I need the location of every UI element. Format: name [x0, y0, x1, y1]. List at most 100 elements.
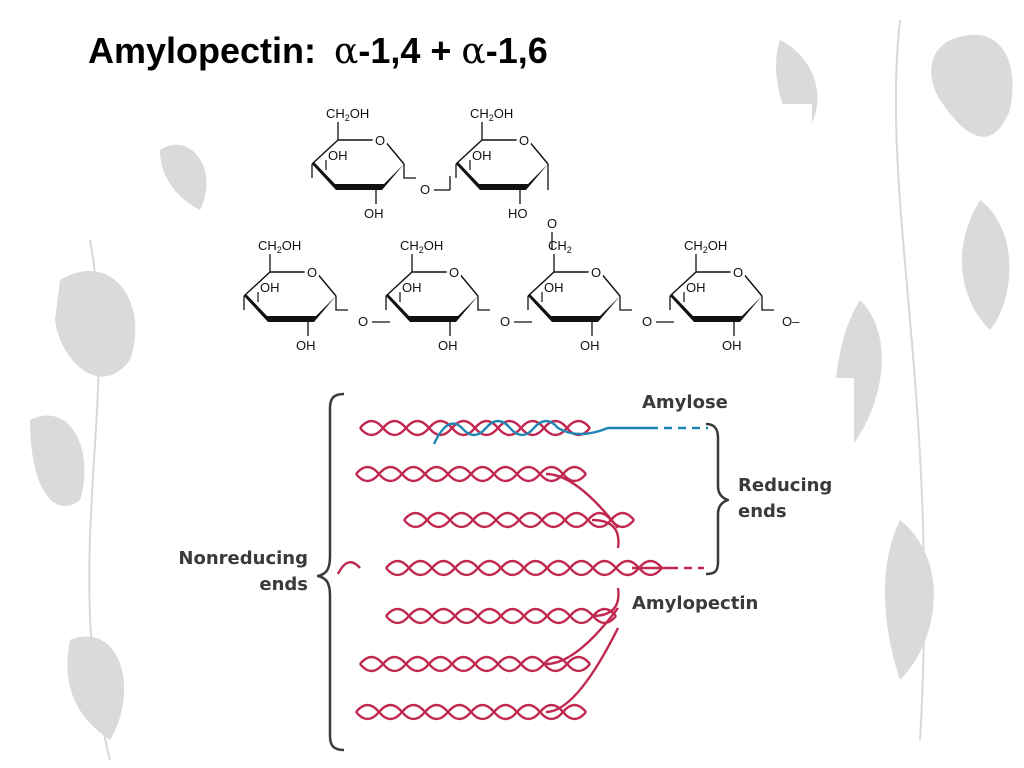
ch2oh-label: CH2OH — [470, 106, 513, 123]
ring-front-bond — [528, 294, 620, 322]
amylopectin-label: Amylopectin — [632, 593, 758, 614]
glycosidic-oxygen: O — [500, 314, 510, 329]
ring-back-bond — [383, 139, 405, 165]
subscript: 2 — [277, 245, 282, 255]
title-main: Amylopectin: — [88, 30, 317, 71]
helix-row-5-strand-b — [385, 607, 617, 625]
amylose-chain — [432, 419, 708, 445]
reducing-ends-label-line2: ends — [738, 501, 787, 522]
nonreducing-ends-label-line2: ends — [259, 574, 308, 595]
glycosidic-oxygen: O — [642, 314, 652, 329]
c2-oh-label: HO — [508, 206, 528, 221]
oh-part: OH — [282, 238, 302, 253]
ring-back-bond — [455, 139, 528, 165]
ring-oxygen: O — [591, 265, 601, 280]
glycogen-branching-panel: Amylose Reducing ends Nonreducing ends A… — [148, 378, 854, 760]
branch-oxygen: O — [547, 216, 557, 231]
c4-oh-label: OH — [544, 280, 564, 295]
helix-row-6 — [359, 655, 591, 673]
c2-oh-label: OH — [296, 338, 316, 353]
ring-back-bond — [315, 271, 337, 297]
alpha-1-4-bond — [619, 296, 632, 311]
subscript: 2 — [703, 245, 708, 255]
ring-oxygen: O — [375, 133, 385, 148]
chain-continuation: O– — [782, 314, 800, 329]
amylose-label: Amylose — [642, 392, 728, 413]
ring-back-bond — [527, 139, 549, 165]
subscript: 2 — [345, 113, 350, 123]
reducing-ends-label-line1: Reducing — [738, 475, 832, 496]
ch2oh-label: CH2OH — [684, 238, 727, 255]
amylopectin-convergence — [545, 472, 620, 714]
helix-row-3-strand-b — [403, 511, 635, 529]
ring-back-bond — [243, 271, 316, 297]
ring-front-bond — [456, 162, 548, 190]
branch-join-4 — [545, 627, 620, 714]
subscript: 2 — [567, 245, 572, 255]
ring-back-bond — [311, 139, 384, 165]
ring-front-bond — [386, 294, 478, 322]
helix-row-7 — [355, 703, 587, 721]
slide-title: Amylopectin:α-1,4 + α-1,6 — [88, 30, 548, 72]
ring-oxygen: O — [733, 265, 743, 280]
title-link-b: -1,6 — [485, 30, 548, 71]
ring-back-bond — [457, 271, 479, 297]
branch-join-3 — [545, 607, 619, 666]
ch2oh-label: CH2OH — [258, 238, 301, 255]
title-link-a: -1,4 + — [358, 30, 462, 71]
nonreducing-ends-label-line1: Nonreducing — [178, 548, 308, 569]
helix-row-3 — [403, 511, 635, 529]
helix-row-5 — [385, 607, 617, 625]
c2-oh-label: OH — [722, 338, 742, 353]
ring-oxygen: O — [375, 133, 385, 148]
oh-part: OH — [350, 106, 370, 121]
subscript: 2 — [489, 113, 494, 123]
ring-oxygen: O — [449, 265, 459, 280]
ring-oxygen: O — [733, 265, 743, 280]
amylopectin-structure-diagram: OOCH2OHOHOHOOOCH2OHOHHOOOOCH2OHOHOHOOOCH… — [243, 106, 800, 353]
c4-oh-label: OH — [260, 280, 280, 295]
helix-row-6-strand-b — [359, 655, 591, 673]
branching-schematic: Amylose Reducing ends Nonreducing ends A… — [178, 392, 832, 752]
subscript: 2 — [419, 245, 424, 255]
branch-join-1 — [545, 472, 619, 529]
amylose-strand — [432, 419, 658, 445]
ring-front-bond — [244, 294, 336, 322]
ring-front-bond — [670, 294, 762, 322]
ring-back-bond — [741, 271, 763, 297]
ring-back-bond — [669, 271, 742, 297]
ring-oxygen: O — [519, 133, 529, 148]
c4-oh-label: OH — [686, 280, 706, 295]
ring-oxygen: O — [307, 265, 317, 280]
ring-oxygen: O — [519, 133, 529, 148]
ch2oh-label: CH2OH — [326, 106, 369, 123]
ch2oh-label: CH2OH — [400, 238, 443, 255]
title-alpha-2: α — [461, 31, 486, 72]
helix-row-7-strand-b — [355, 703, 587, 721]
c2-oh-label: OH — [580, 338, 600, 353]
helix-strands — [336, 419, 708, 721]
alpha-1-4-bond — [335, 296, 348, 311]
glycosidic-oxygen: O — [420, 182, 430, 197]
helix-row-2-strand-b — [355, 465, 587, 483]
title-alpha-1: α — [334, 31, 359, 72]
helix-row-1-strand-b — [359, 419, 591, 437]
oh-part: OH — [708, 238, 728, 253]
c4-oh-label: OH — [402, 280, 422, 295]
alpha-1-4-bond — [403, 164, 416, 179]
alpha-1-4-bond — [477, 296, 490, 311]
c2-oh-label: OH — [438, 338, 458, 353]
ring-back-bond — [527, 271, 600, 297]
helix-row-4-strand-b — [385, 559, 663, 577]
c2-oh-label: OH — [364, 206, 384, 221]
nonreducing-brace — [316, 392, 345, 752]
glycosidic-oxygen: O — [358, 314, 368, 329]
oh-part: OH — [424, 238, 444, 253]
helix-row-1 — [359, 419, 591, 437]
